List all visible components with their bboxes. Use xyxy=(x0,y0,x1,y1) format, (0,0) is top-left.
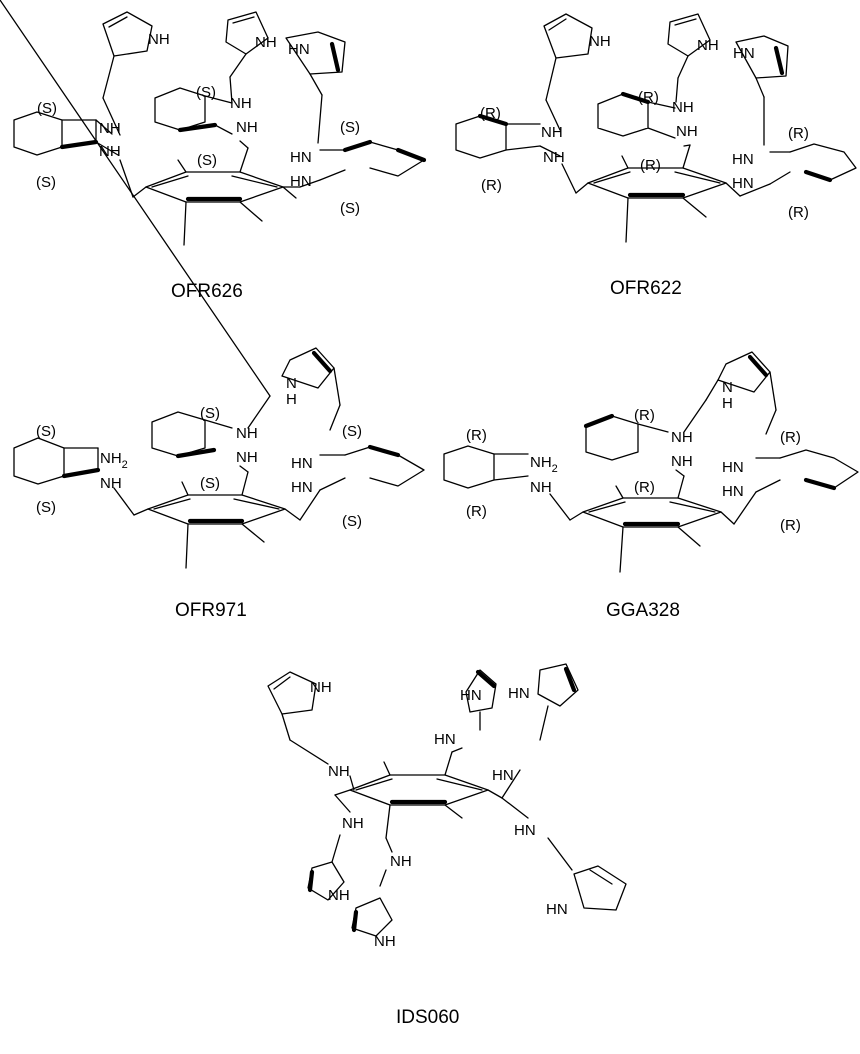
stereo-label: (S) xyxy=(37,100,57,117)
molecule-ofr971: NH2 NH NH NH HN HN N H (S) (S) (S) (S) (… xyxy=(0,0,425,621)
molecule-ofr971-labels: NH2 NH NH NH HN HN N H (S) (S) (S) (S) (… xyxy=(36,375,362,530)
molecule-ofr622-labels: NH NH NH NH NH NH HN HN HN (R) (R) (R) (… xyxy=(480,33,809,221)
molecule-caption: OFR971 xyxy=(175,600,247,621)
stereo-label: (S) xyxy=(200,475,220,492)
stereo-label: (R) xyxy=(780,517,801,534)
molecule-gga328: NH2 NH NH NH HN HN N H (R) (R) (R) (R) (… xyxy=(443,351,859,621)
amine-label: NH xyxy=(671,429,693,446)
stereo-label: (S) xyxy=(36,423,56,440)
amine-label: HN xyxy=(732,151,754,168)
amine-label: NH xyxy=(236,425,258,442)
amine-nh2-label: NH2 xyxy=(530,454,558,475)
molecule-gga328-bonds xyxy=(443,351,859,573)
pyrrole-n-label: N xyxy=(722,379,733,396)
amine-label: HN xyxy=(508,685,530,702)
amine-label: HN xyxy=(434,731,456,748)
amine-label: HN xyxy=(291,455,313,472)
amine-label: HN xyxy=(546,901,568,918)
amine-label: NH xyxy=(589,33,611,50)
amine-label: HN xyxy=(492,767,514,784)
amine-label: NH xyxy=(543,149,565,166)
amine-label: HN xyxy=(722,483,744,500)
stereo-label: (R) xyxy=(480,105,501,122)
amine-label: HN xyxy=(733,45,755,62)
molecule-ofr622: NH NH NH NH NH NH HN HN HN (R) (R) (R) (… xyxy=(455,13,857,299)
stereo-label: (R) xyxy=(640,157,661,174)
molecule-caption: OFR626 xyxy=(171,281,243,302)
amine-label: HN xyxy=(460,687,482,704)
amine-label: NH xyxy=(541,124,563,141)
stereo-label: (S) xyxy=(197,152,217,169)
amine-label: NH xyxy=(328,763,350,780)
pyrrole-h-label: H xyxy=(722,395,733,412)
amine-label: NH xyxy=(310,679,332,696)
molecule-caption: OFR622 xyxy=(610,278,682,299)
amine-label: NH xyxy=(100,475,122,492)
stereo-label: (S) xyxy=(342,423,362,440)
amine-label: NH xyxy=(374,933,396,950)
amine-label: NH xyxy=(99,120,121,137)
molecule-ids060: NH HN HN HN HN NH NH HN NH NH HN NH IDS0… xyxy=(267,663,627,1028)
stereo-label: (S) xyxy=(196,84,216,101)
molecule-ofr626-bonds xyxy=(13,11,427,246)
amine-label: HN xyxy=(722,459,744,476)
amine-label: HN xyxy=(514,822,536,839)
stereo-label: (R) xyxy=(788,125,809,142)
amine-label: NH xyxy=(390,853,412,870)
amine-label: NH xyxy=(255,34,277,51)
amine-label: HN xyxy=(290,149,312,166)
stereo-label: (S) xyxy=(342,513,362,530)
amine-label: NH xyxy=(236,449,258,466)
stereo-label: (S) xyxy=(36,174,56,191)
amine-label: NH xyxy=(530,479,552,496)
amine-label: NH xyxy=(676,123,698,140)
amine-nh2-label: NH2 xyxy=(100,450,128,471)
pyrrole-h-label: H xyxy=(286,391,297,408)
amine-label: NH xyxy=(697,37,719,54)
stereo-label: (R) xyxy=(788,204,809,221)
molecule-ofr622-bonds xyxy=(455,13,857,243)
stereo-label: (R) xyxy=(466,427,487,444)
amine-label: HN xyxy=(288,41,310,58)
amine-label: HN xyxy=(732,175,754,192)
amine-label: HN xyxy=(290,173,312,190)
stereo-label: (R) xyxy=(638,89,659,106)
molecule-caption: IDS060 xyxy=(396,1007,459,1028)
stereo-label: (R) xyxy=(634,407,655,424)
stereo-label: (R) xyxy=(466,503,487,520)
amine-label: NH xyxy=(342,815,364,832)
pyrrole-n-label: N xyxy=(286,375,297,392)
amine-label: NH xyxy=(99,143,121,160)
molecule-caption: GGA328 xyxy=(606,600,680,621)
stereo-label: (R) xyxy=(481,177,502,194)
molecule-ofr971-bonds xyxy=(0,0,425,569)
molecule-ids060-bonds xyxy=(267,663,627,937)
amine-label: NH xyxy=(230,95,252,112)
molecule-gga328-labels: NH2 NH NH NH HN HN N H (R) (R) (R) (R) (… xyxy=(466,379,801,534)
stereo-label: (R) xyxy=(634,479,655,496)
stereo-label: (R) xyxy=(780,429,801,446)
molecule-ids060-labels: NH HN HN HN HN NH NH HN NH NH HN NH xyxy=(310,679,568,950)
stereo-label: (S) xyxy=(36,499,56,516)
amine-label: NH xyxy=(148,31,170,48)
amine-label: HN xyxy=(291,479,313,496)
stereo-label: (S) xyxy=(340,119,360,136)
stereo-label: (S) xyxy=(200,405,220,422)
amine-label: NH xyxy=(672,99,694,116)
molecule-ofr626: NH NH NH NH NH NH HN HN HN (S) (S) (S) (… xyxy=(13,11,427,302)
amine-label: NH xyxy=(671,453,693,470)
stereo-label: (S) xyxy=(340,200,360,217)
molecule-ofr626-labels: NH NH NH NH NH NH HN HN HN (S) (S) (S) (… xyxy=(36,31,360,217)
amine-label: NH xyxy=(236,119,258,136)
amine-label: NH xyxy=(328,887,350,904)
